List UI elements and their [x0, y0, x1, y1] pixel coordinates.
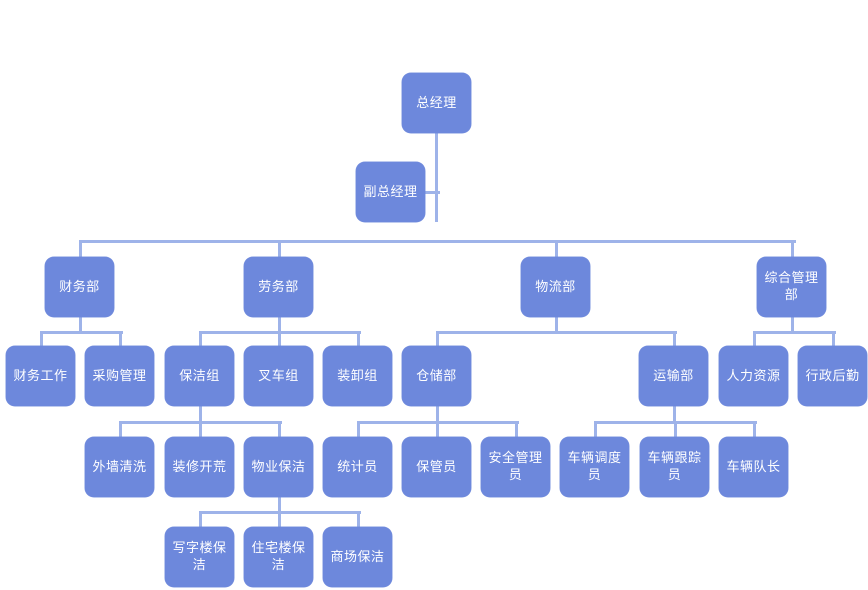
org-node-label: 保管员	[416, 459, 457, 475]
org-node-label: 安全管理员	[488, 451, 543, 483]
connector-line	[673, 331, 676, 346]
connector-line	[278, 511, 281, 527]
org-node-label: 叉车组	[258, 368, 299, 384]
org-node[interactable]: 写字楼保洁	[165, 527, 234, 587]
connector-line	[753, 331, 756, 346]
connector-line	[357, 511, 360, 527]
org-node-label: 人力资源	[726, 368, 781, 384]
org-node[interactable]: 住宅楼保洁	[244, 527, 313, 587]
connector-line	[278, 240, 281, 257]
connector-line	[515, 421, 518, 437]
connector-line	[119, 331, 122, 346]
org-node[interactable]: 总经理	[402, 73, 471, 133]
org-node[interactable]: 财务部	[45, 257, 114, 317]
connector-line	[791, 240, 794, 257]
org-node-label: 副总经理	[363, 184, 418, 200]
org-node-label: 装卸组	[337, 368, 378, 384]
connector-line	[40, 331, 43, 346]
connector-line	[199, 331, 202, 346]
org-node-label: 综合管理部	[764, 271, 819, 303]
org-node-label: 保洁组	[179, 368, 220, 384]
connector-line	[278, 317, 281, 333]
org-node-label: 财务工作	[13, 368, 68, 384]
connector-line	[357, 331, 360, 346]
org-node[interactable]: 安全管理员	[481, 437, 550, 497]
org-node[interactable]: 副总经理	[356, 162, 425, 222]
connector-line	[753, 331, 836, 334]
connector-line	[832, 331, 835, 346]
connector-line	[357, 421, 360, 437]
connector-line	[425, 191, 440, 194]
org-node[interactable]: 商场保洁	[323, 527, 392, 587]
org-node[interactable]: 外墙清洗	[85, 437, 154, 497]
connector-line	[79, 317, 82, 333]
org-node-label: 物流部	[535, 279, 576, 295]
org-node-label: 车辆队长	[726, 459, 781, 475]
connector-line	[199, 421, 202, 437]
org-node-label: 行政后勤	[805, 368, 860, 384]
org-node[interactable]: 车辆队长	[719, 437, 788, 497]
org-node[interactable]: 装卸组	[323, 346, 392, 406]
connector-line	[79, 240, 82, 257]
org-node[interactable]: 行政后勤	[798, 346, 867, 406]
connector-line	[555, 317, 558, 333]
org-node-label: 劳务部	[258, 279, 299, 295]
org-node-label: 住宅楼保洁	[251, 541, 306, 573]
connector-line	[199, 511, 202, 527]
org-node-label: 车辆调度员	[567, 451, 622, 483]
org-node-label: 商场保洁	[330, 549, 385, 565]
org-node[interactable]: 采购管理	[85, 346, 154, 406]
org-node[interactable]: 车辆跟踪员	[640, 437, 709, 497]
org-node-label: 运输部	[653, 368, 694, 384]
connector-line	[40, 331, 123, 334]
org-node-label: 车辆跟踪员	[647, 451, 702, 483]
connector-line	[674, 421, 677, 437]
connector-line	[436, 406, 439, 422]
org-node-label: 仓储部	[416, 368, 457, 384]
connector-line	[119, 421, 122, 437]
org-node-label: 装修开荒	[172, 459, 227, 475]
org-node[interactable]: 装修开荒	[165, 437, 234, 497]
connector-line	[435, 133, 438, 222]
connector-line	[594, 421, 597, 437]
org-node[interactable]: 保洁组	[165, 346, 234, 406]
connector-line	[278, 421, 281, 437]
org-node[interactable]: 财务工作	[6, 346, 75, 406]
connector-line	[791, 317, 794, 333]
connector-line	[555, 240, 558, 257]
connector-line	[278, 331, 281, 346]
org-node[interactable]: 运输部	[639, 346, 708, 406]
org-node[interactable]: 劳务部	[244, 257, 313, 317]
org-node-label: 统计员	[337, 459, 378, 475]
connector-line	[278, 497, 281, 512]
org-node[interactable]: 车辆调度员	[560, 437, 629, 497]
connector-line	[673, 406, 676, 422]
org-node-label: 物业保洁	[251, 459, 306, 475]
org-node[interactable]: 综合管理部	[757, 257, 826, 317]
org-node[interactable]: 统计员	[323, 437, 392, 497]
org-node[interactable]: 保管员	[402, 437, 471, 497]
connector-line	[79, 240, 796, 243]
org-node[interactable]: 仓储部	[402, 346, 471, 406]
connector-line	[436, 331, 677, 334]
org-node-label: 采购管理	[92, 368, 147, 384]
org-node-label: 外墙清洗	[92, 459, 147, 475]
org-node-label: 写字楼保洁	[172, 541, 227, 573]
connector-line	[436, 331, 439, 346]
org-node-label: 总经理	[416, 95, 457, 111]
org-node[interactable]: 物流部	[521, 257, 590, 317]
connector-line	[436, 421, 439, 437]
connector-line	[753, 421, 756, 437]
org-node[interactable]: 物业保洁	[244, 437, 313, 497]
org-node-label: 财务部	[59, 279, 100, 295]
connector-line	[199, 406, 202, 422]
org-node[interactable]: 叉车组	[244, 346, 313, 406]
org-node[interactable]: 人力资源	[719, 346, 788, 406]
